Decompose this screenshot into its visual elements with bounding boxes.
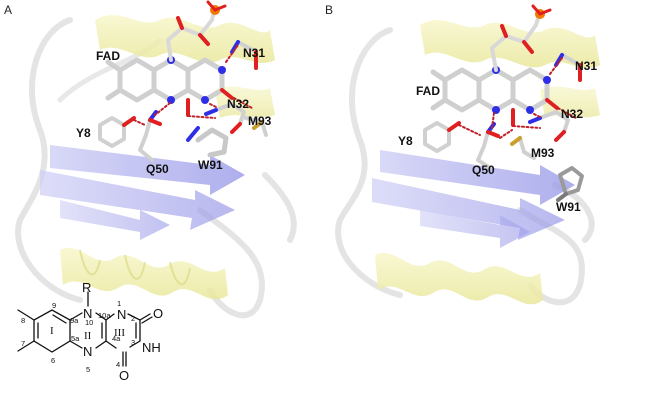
- panel-a-fad-model: [98, 0, 268, 162]
- panel-a-residue-labels: FAD N31 N32 M93 Y8 Q50 W91: [76, 46, 272, 176]
- isoalloxazine-structure: [17, 291, 153, 367]
- panel-b-label-y8: Y8: [398, 134, 413, 148]
- isoalloxazine-labels: R N N N NH O O 1 2 3 4 4a 5 5a 6 7 8 9 9…: [21, 280, 163, 383]
- panel-a-label-w91: W91: [198, 158, 223, 172]
- num-c2: 2: [131, 314, 135, 323]
- panel-a-label-q50: Q50: [146, 162, 169, 176]
- ring-i: I: [50, 325, 54, 337]
- num-c10a: 10a: [98, 311, 111, 320]
- panel-b-label-n31: N31: [575, 59, 597, 73]
- panel-b-label-w91: W91: [556, 200, 581, 214]
- num-c6: 6: [51, 356, 55, 365]
- num-c5a: 5a: [71, 334, 80, 343]
- atom-nh: NH: [142, 340, 161, 355]
- num-n3: 3: [131, 338, 135, 347]
- panel-b-residue-labels: FAD N31 N32 M93 Y8 Q50 W91: [398, 59, 597, 214]
- atom-o2: O: [153, 306, 163, 321]
- panel-a-label-n32: N32: [227, 97, 249, 111]
- panel-a-label-fad: FAD: [96, 49, 120, 63]
- panel-b-label: B: [325, 3, 333, 17]
- panel-a-label-m93: M93: [248, 114, 272, 128]
- panel-b-protein-cartoon: [335, 20, 600, 306]
- num-c8: 8: [21, 316, 25, 325]
- num-n5: 5: [86, 365, 90, 374]
- atom-o4: O: [119, 368, 129, 383]
- panel-a-protein-cartoon: [15, 15, 297, 319]
- num-c9a: 9a: [70, 316, 79, 325]
- num-c4: 4: [116, 360, 120, 369]
- num-n1: 1: [117, 299, 121, 308]
- num-c4a: 4a: [112, 334, 121, 343]
- ring-iii: III: [114, 327, 125, 339]
- panel-a-label-n31: N31: [243, 46, 265, 60]
- atom-n1: N: [117, 307, 126, 322]
- atom-r: R: [82, 280, 91, 295]
- panel-b-label-q50: Q50: [472, 163, 495, 177]
- panel-a-label: A: [4, 3, 12, 17]
- panel-b: B: [325, 3, 600, 306]
- panel-b-label-m93: M93: [531, 146, 555, 160]
- num-c9: 9: [52, 301, 56, 310]
- panel-b-fad-model: [423, 4, 584, 202]
- panel-b-label-n32: N32: [561, 107, 583, 121]
- atom-n5: N: [83, 344, 92, 359]
- panel-a-label-y8: Y8: [76, 126, 91, 140]
- atom-n10: N: [83, 306, 92, 321]
- panel-b-label-fad: FAD: [416, 84, 440, 98]
- ring-ii: II: [84, 330, 92, 342]
- num-c7: 7: [21, 339, 25, 348]
- panel-a: A: [4, 0, 297, 319]
- num-n10: 10: [85, 318, 93, 327]
